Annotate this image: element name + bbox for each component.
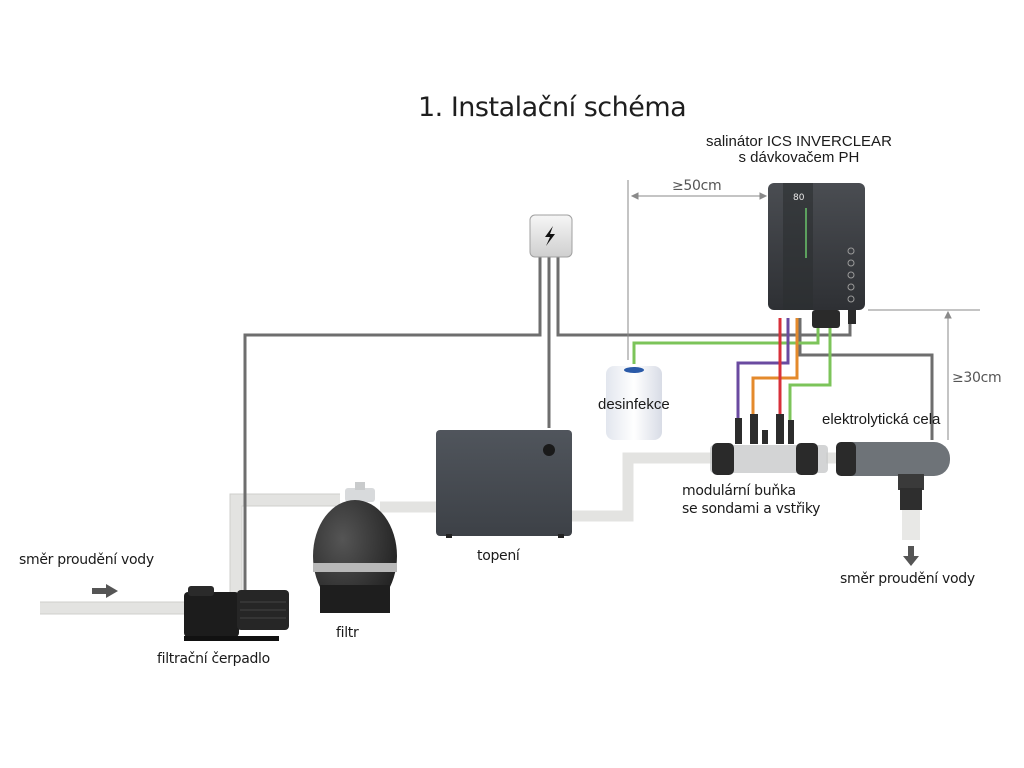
flow-out-arrow-icon: [903, 546, 919, 566]
flow-in-label: směr proudění vody: [19, 552, 154, 568]
cable-power-to-pump: [243, 256, 542, 598]
electrolytic-cell-label: elektrolytická cela: [822, 411, 941, 428]
modular-cell-label-line1: modulární buňka: [682, 483, 796, 499]
salinator-label-line2: s dávkovačem PH: [738, 149, 860, 166]
pump-label: filtrační čerpadlo: [157, 651, 270, 667]
pipe-heater-to-cell: [570, 452, 718, 522]
cable-orange: [751, 318, 799, 420]
lightning-bolt-icon: [545, 226, 555, 246]
modular-cell-label-line2: se sondami a vstřiky: [682, 501, 821, 517]
power-box: [529, 214, 573, 258]
filter-label: filtr: [336, 625, 359, 641]
cable-green-dosing: [632, 318, 820, 364]
pipe-pump-to-filter: [230, 494, 340, 598]
disinfection-label: desinfekce: [598, 396, 670, 413]
salinator-device: 80: [768, 183, 865, 328]
sensor-cables: [632, 318, 832, 420]
cable-purple: [736, 318, 790, 420]
pipe-outlines: [40, 493, 340, 615]
flow-in-arrow-icon: [92, 584, 118, 598]
heater: [436, 430, 572, 538]
heater-label: topení: [477, 548, 520, 564]
dimension-lines: [627, 180, 980, 440]
page-title: 1. Instalační schéma: [418, 92, 687, 123]
modular-cell-label: modulární buňka se sondami a vstřiky: [682, 482, 820, 518]
filter-pump: [184, 586, 289, 641]
distance-vertical-label: ≥30cm: [952, 370, 1002, 386]
cable-salinator-to-electrolytic: [798, 318, 934, 440]
electrolytic-cell: [836, 442, 950, 540]
disinfection-tank: [606, 366, 662, 440]
cable-green-cell: [788, 318, 832, 420]
flow-out-label: směr proudění vody: [840, 571, 975, 587]
salinator-label: salinátor ICS INVERCLEAR s dávkovačem PH: [706, 134, 892, 166]
modular-cell: [710, 414, 828, 475]
salinator-display: 80: [793, 193, 805, 203]
salinator-label-line1: salinátor ICS INVERCLEAR: [706, 133, 892, 150]
distance-horizontal-label: ≥50cm: [672, 178, 722, 194]
sand-filter: [313, 482, 397, 613]
